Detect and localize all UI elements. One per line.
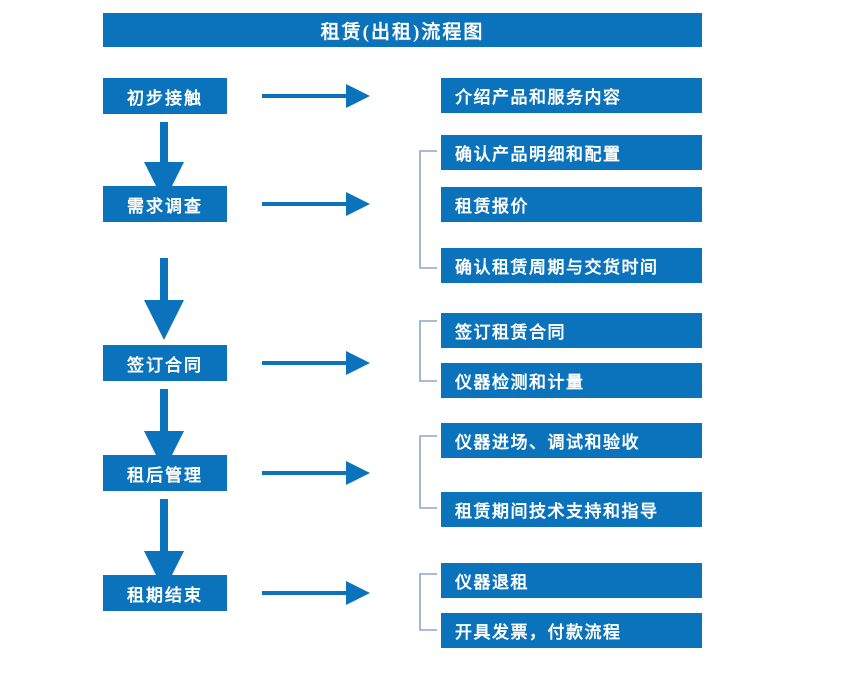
detail-box-yiqi-tuizu[interactable]: 仪器退租 bbox=[441, 563, 702, 598]
stage-box-qianding-hetong[interactable]: 签订合同 bbox=[103, 345, 227, 381]
detail-box-yiqi-jinchang-tiaoshi[interactable]: 仪器进场、调试和验收 bbox=[441, 423, 702, 458]
bracket-contract-group bbox=[419, 320, 437, 382]
detail-box-zulin-baojia[interactable]: 租赁报价 bbox=[441, 187, 702, 222]
diagram-title: 租赁(出租)流程图 bbox=[103, 13, 702, 47]
detail-box-queren-zulin-zhouqi[interactable]: 确认租赁周期与交货时间 bbox=[441, 248, 702, 283]
stage-box-xuqiu-diaocha[interactable]: 需求调查 bbox=[103, 186, 227, 222]
bracket-postrent-group bbox=[419, 435, 437, 509]
detail-box-qianding-zulin-hetong[interactable]: 签订租赁合同 bbox=[441, 313, 702, 348]
detail-box-zulin-qijian-jishu-zhichi[interactable]: 租赁期间技术支持和指导 bbox=[441, 492, 702, 527]
bracket-survey-group bbox=[419, 150, 437, 269]
detail-box-jieshao-chanpin[interactable]: 介绍产品和服务内容 bbox=[441, 78, 702, 113]
stage-box-chubu-jiechu[interactable]: 初步接触 bbox=[103, 78, 227, 114]
stage-box-zuhou-guanli[interactable]: 租后管理 bbox=[103, 455, 227, 491]
detail-box-yiqi-jiance-jiliang[interactable]: 仪器检测和计量 bbox=[441, 363, 702, 398]
detail-box-kaiju-fapiao-fukuan[interactable]: 开具发票，付款流程 bbox=[441, 613, 702, 648]
detail-box-queren-chanpin-mingxi[interactable]: 确认产品明细和配置 bbox=[441, 135, 702, 170]
bracket-endrent-group bbox=[419, 573, 437, 631]
stage-box-zuqi-jieshu[interactable]: 租期结束 bbox=[103, 575, 227, 611]
